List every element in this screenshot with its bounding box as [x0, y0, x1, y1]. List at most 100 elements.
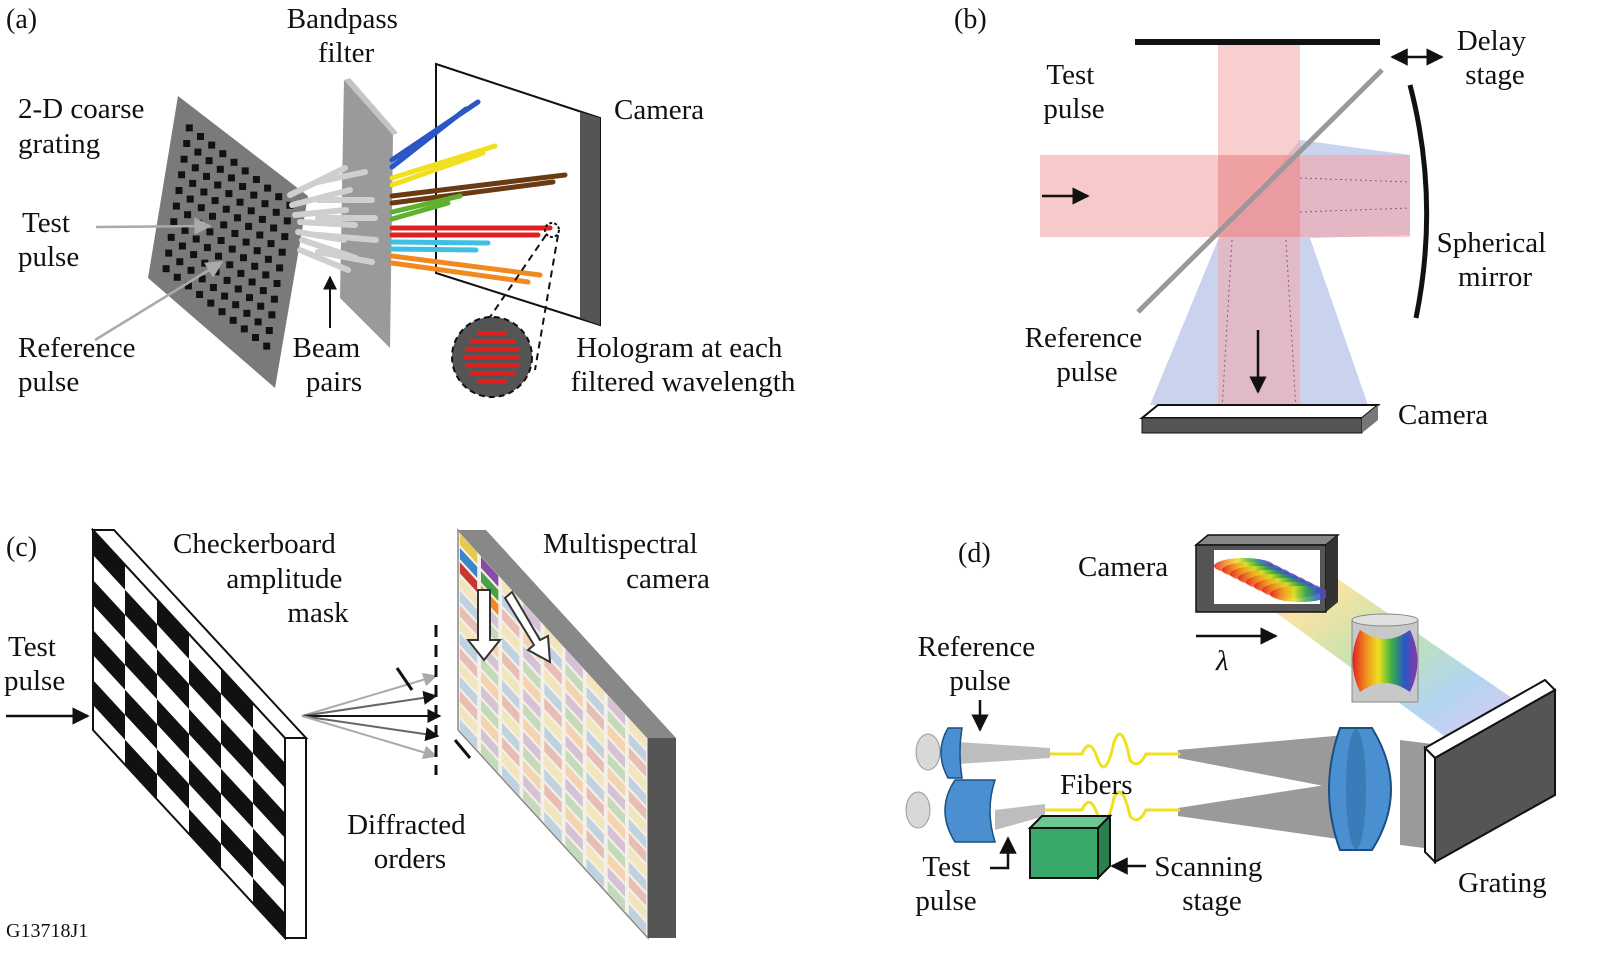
grating-hole — [190, 251, 198, 259]
spectral-pixel — [544, 783, 562, 814]
coarse-grating — [148, 96, 308, 388]
camera-a-side — [580, 112, 600, 325]
mask-checker — [221, 818, 253, 879]
mask-checker — [157, 699, 189, 759]
spectral-pixel — [544, 726, 562, 757]
collimating-lens-edge — [1346, 729, 1366, 849]
grating-hole — [283, 217, 291, 225]
filtered-beam — [389, 193, 463, 215]
grating-hole — [270, 295, 278, 303]
camera-b-front — [1141, 417, 1363, 434]
spectral-pixel — [565, 777, 583, 808]
spectral-pixel — [481, 571, 499, 602]
filtered-beam — [389, 179, 556, 206]
mask-checker — [93, 530, 125, 590]
camera-d-fringes — [1214, 558, 1330, 602]
mask-checker — [157, 599, 189, 659]
spectral-pixel — [523, 760, 541, 791]
test-fiber-output-beam — [1178, 782, 1345, 840]
grating-hole — [189, 179, 197, 187]
filtered-beam — [389, 253, 543, 278]
spectral-pixel — [565, 649, 583, 680]
spectral-pixel — [523, 645, 541, 676]
reference-fiber-signal — [1050, 732, 1180, 769]
grating-hole — [201, 259, 209, 267]
grating-hole — [217, 237, 225, 244]
mask-checker — [253, 778, 285, 838]
mask-checker — [189, 659, 221, 719]
bandpass-filter-edge — [344, 78, 398, 135]
spectral-pixel — [586, 843, 604, 874]
grating-hole — [234, 214, 241, 222]
grating-hole — [242, 238, 250, 246]
mask-checker — [221, 718, 253, 779]
spectral-pixel — [565, 677, 583, 708]
grating-hole — [216, 165, 224, 173]
diffracted-orders — [301, 672, 442, 760]
grating-hole — [219, 150, 227, 158]
spectral-pixel — [459, 605, 478, 636]
grating-hole — [207, 299, 215, 307]
grating-hole — [258, 215, 266, 223]
reference-pulse-d-label: Reference pulse — [918, 631, 1043, 697]
grating-hole — [240, 325, 248, 333]
spherical-mirror — [1407, 84, 1430, 319]
grating-hole — [252, 334, 259, 341]
spectral-pixel — [607, 752, 625, 783]
grating-hole — [254, 318, 262, 326]
grating-hole — [232, 301, 240, 309]
grating-hole — [167, 233, 175, 241]
diffraction-dash-1 — [395, 667, 414, 691]
panel-a-label: (a) — [6, 4, 37, 35]
grating-hole — [203, 172, 210, 180]
hologram-spot — [544, 222, 560, 238]
spectral-pixel — [523, 688, 541, 719]
grating-hole — [265, 327, 273, 334]
mask-checker — [253, 728, 285, 788]
spectral-pixel — [628, 732, 647, 763]
spectral-pixel — [544, 797, 562, 828]
spectral-pixel — [502, 708, 520, 739]
spectral-pixel — [565, 806, 583, 837]
filtered-beam — [389, 200, 451, 222]
grating-hole — [183, 140, 191, 147]
spectral-pixel — [523, 660, 541, 691]
spectral-pixel — [607, 795, 625, 826]
grating-hole — [276, 264, 284, 272]
test-pulse-d-label: Test pulse — [915, 851, 977, 917]
spectral-pixel — [502, 651, 520, 682]
spectral-pixel — [565, 749, 583, 780]
spectral-pixel — [502, 665, 520, 696]
grating-label: 2-D coarse grating — [18, 93, 152, 160]
spectral-pixel — [628, 790, 647, 820]
spectral-pixel — [628, 861, 647, 892]
lens-spectrum — [1352, 630, 1418, 692]
filtered-beam — [389, 260, 531, 285]
spectral-pixel — [459, 590, 478, 621]
grating-hole — [218, 308, 226, 316]
spectral-pixel — [628, 847, 647, 878]
scanning-stage-label: Scanning stage — [1154, 851, 1269, 917]
spectral-pixel — [607, 738, 625, 769]
spectral-pixel — [459, 705, 478, 736]
grating-hole — [178, 242, 186, 250]
spectral-pixel — [459, 533, 478, 564]
spectral-pixel — [459, 719, 478, 750]
grating-hole — [186, 195, 194, 203]
multispectral-camera-label: Multispectral camera — [543, 528, 710, 595]
grating-hole — [257, 302, 265, 310]
spectral-pixel — [544, 740, 562, 771]
reference-fiber-input-beam — [958, 742, 1050, 764]
grating-hole — [263, 342, 271, 350]
grating-hole — [181, 226, 189, 234]
grating-hole — [192, 235, 200, 243]
spectral-pixel — [586, 786, 604, 817]
spectral-pixel — [481, 556, 499, 587]
grating-hole — [278, 248, 286, 256]
multispectral-camera-side — [648, 738, 676, 938]
hologram-label: Hologram at each filtered wavelength — [571, 332, 796, 398]
spectral-pixel — [544, 669, 562, 699]
spectral-pixel — [628, 718, 647, 749]
spectral-pixel — [565, 820, 583, 851]
grating-hole — [221, 292, 229, 300]
